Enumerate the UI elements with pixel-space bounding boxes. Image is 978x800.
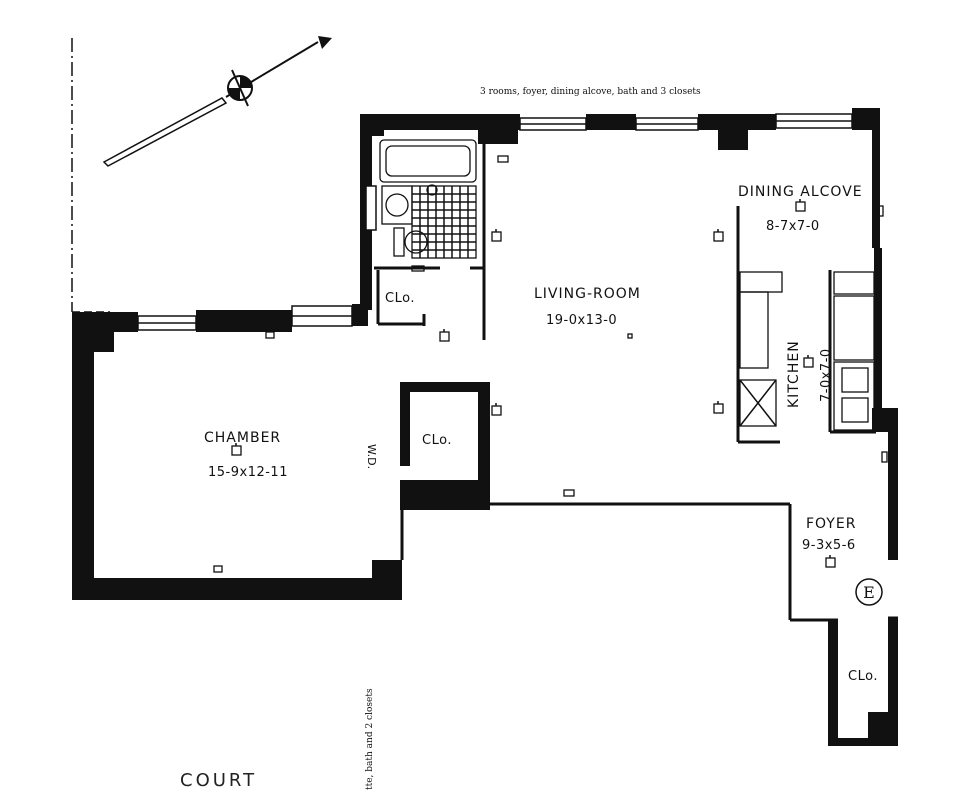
toilet: [393, 184, 438, 257]
kitchen-dims: 7-0x7-0: [819, 348, 834, 402]
kitchen-counter-right: [833, 271, 875, 431]
living-room-label: LIVING-ROOM: [534, 286, 641, 302]
foyer-dims: 9-3x5-6: [802, 538, 856, 553]
outlet-icon: [497, 155, 509, 163]
living-room-dims: 19-0x13-0: [546, 313, 617, 328]
outlet-icon: [713, 401, 724, 414]
foyer-label: FOYER: [806, 516, 856, 532]
sink: [381, 185, 413, 225]
foyer-closet-label: CLo.: [848, 669, 878, 684]
dining-alcove-label: DINING ALCOVE: [738, 184, 863, 200]
plan-title: 3 rooms, foyer, dining alcove, bath and …: [480, 87, 701, 97]
outlet-icon: [627, 333, 633, 339]
outlet-icon: [265, 331, 275, 339]
outlet-icons: [213, 155, 888, 573]
outlet-icon: [881, 451, 888, 463]
chamber-label: CHAMBER: [204, 430, 281, 446]
chamber-dims: 15-9x12-11: [208, 465, 288, 480]
interior-walls: [374, 144, 898, 622]
north-arrow-icon: [102, 36, 332, 167]
dining-alcove-dims: 8-7x7-0: [766, 219, 820, 234]
entry-marker-text: E: [863, 583, 875, 602]
court-label: COURT: [180, 770, 257, 791]
bath-tile-floor: [411, 185, 477, 259]
outlet-icon: [491, 403, 502, 416]
property-boundary: [71, 38, 110, 313]
windows: [137, 113, 853, 331]
entry-marker-icon: E: [855, 578, 883, 606]
outlet-icon: [213, 565, 223, 573]
bathtub: [379, 139, 477, 183]
outlet-icon: [713, 229, 724, 242]
exterior-walls: [72, 108, 898, 746]
outlet-icon: [563, 489, 575, 497]
kitchen-label: KITCHEN: [786, 340, 802, 408]
outlet-icon: [825, 555, 836, 568]
outlet-icon: [803, 355, 814, 368]
margin-note: tte, bath and 2 closets: [365, 688, 375, 790]
outlet-icon: [491, 229, 502, 242]
bath-window: [365, 185, 377, 231]
outlet-icon: [795, 199, 806, 212]
bath-closet-label: CLo.: [385, 291, 415, 306]
chamber-closet-label: CLo.: [422, 433, 452, 448]
outlet-icon: [439, 329, 450, 342]
wardrobe-label: W.D.: [365, 444, 378, 469]
outlet-icon: [877, 205, 884, 217]
outlet-icon: [411, 265, 425, 272]
outlet-icon: [231, 443, 242, 456]
kitchen-counter-left: [739, 271, 783, 427]
